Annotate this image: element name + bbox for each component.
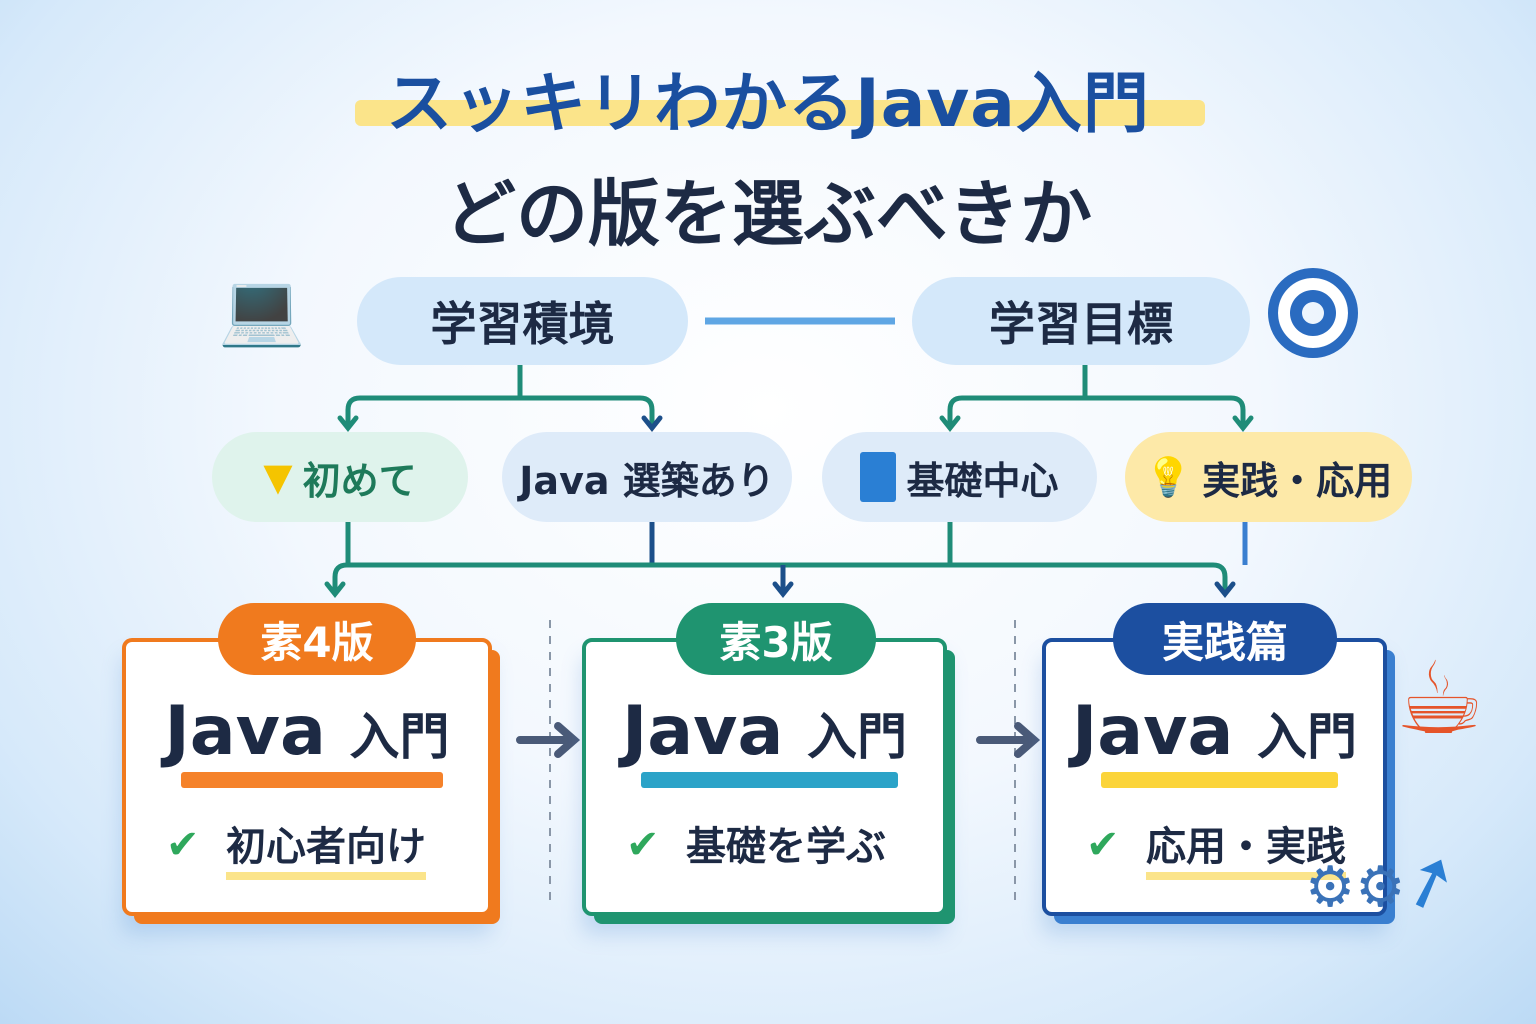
next-arrows bbox=[516, 722, 1041, 758]
lightbulb-icon: 💡 bbox=[1144, 454, 1193, 499]
check-icon: ✔ bbox=[166, 822, 200, 868]
book-4th-edition[interactable]: Java 入門 ✔ 初心者向け bbox=[122, 638, 492, 916]
check-icon: ✔ bbox=[626, 822, 660, 868]
option-beginner[interactable]: ▼初めて bbox=[212, 432, 468, 522]
badge-4th-edition: 素4版 bbox=[218, 603, 416, 675]
java-coffee-icon: ☕ bbox=[1395, 640, 1485, 757]
option-practical[interactable]: 💡実践・応用 bbox=[1125, 432, 1412, 522]
main-title: スッキリわかるJava入門 bbox=[386, 65, 1150, 142]
laptop-icon: 💻 bbox=[218, 268, 306, 350]
book-icon bbox=[860, 452, 897, 502]
badge-practical-edition: 実践篇 bbox=[1113, 603, 1337, 675]
target-icon bbox=[1268, 268, 1358, 358]
check-icon: ✔ bbox=[1086, 822, 1120, 868]
book-3rd-edition[interactable]: Java 入門 ✔ 基礎を学ぶ bbox=[582, 638, 947, 916]
option-java-experience[interactable]: Java 選築あり bbox=[502, 432, 792, 522]
book-practical-edition[interactable]: Java 入門 ✔ 応用・実践 bbox=[1042, 638, 1387, 916]
title-highlight bbox=[355, 100, 1205, 126]
beginner-mark-icon: ▼ bbox=[263, 455, 293, 499]
subtitle: どの版を選ぶべきか bbox=[443, 172, 1092, 256]
gears-icon: ⚙⚙ bbox=[1305, 855, 1406, 920]
category-learning-goal: 学習目標 bbox=[912, 277, 1250, 365]
badge-3rd-edition: 素3版 bbox=[676, 603, 876, 675]
category-learning-environment: 学習積境 bbox=[357, 277, 688, 365]
option-basics[interactable]: 基礎中心 bbox=[822, 432, 1097, 522]
